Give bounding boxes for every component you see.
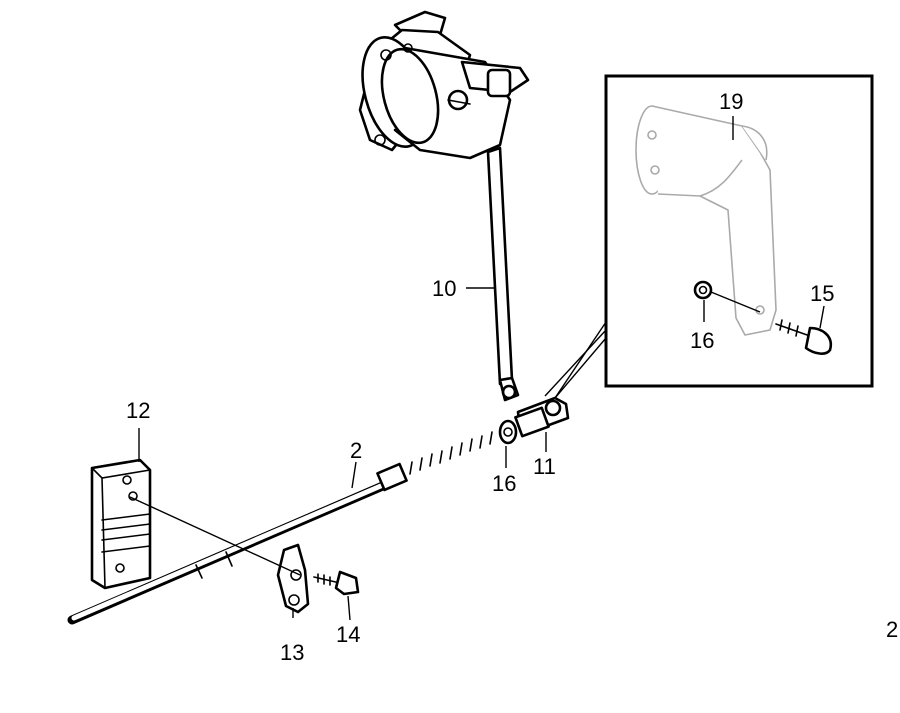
label-nut-main: 16 [492, 471, 516, 496]
corner-mark: 2 [886, 617, 898, 642]
detail-inset [544, 74, 874, 399]
clamp-part-13 [276, 543, 310, 614]
clevis-part-11 [514, 396, 570, 438]
label-clamp-bolt: 14 [336, 622, 360, 647]
label-lever-bolt: 15 [810, 281, 834, 306]
rod-part-10 [486, 146, 520, 402]
label-lever-arm: 19 [719, 89, 743, 114]
threaded-cable-end [397, 419, 518, 475]
label-nut-detail: 16 [690, 328, 714, 353]
leader-bolt-line [129, 496, 301, 576]
bracket-plate-part-12 [90, 458, 152, 590]
control-cable-part-2 [67, 462, 408, 625]
label-cable: 2 [350, 438, 362, 463]
label-clevis: 11 [533, 454, 556, 479]
label-bracket-plate: 12 [126, 398, 150, 423]
bolt-part-14 [313, 570, 360, 596]
label-rod: 10 [432, 276, 456, 301]
label-clamp: 13 [280, 640, 304, 665]
leader-lines [138, 116, 825, 621]
part-labels: 10 2 12 13 14 16 11 19 15 16 2 [126, 89, 898, 665]
governor-housing [358, 10, 530, 160]
